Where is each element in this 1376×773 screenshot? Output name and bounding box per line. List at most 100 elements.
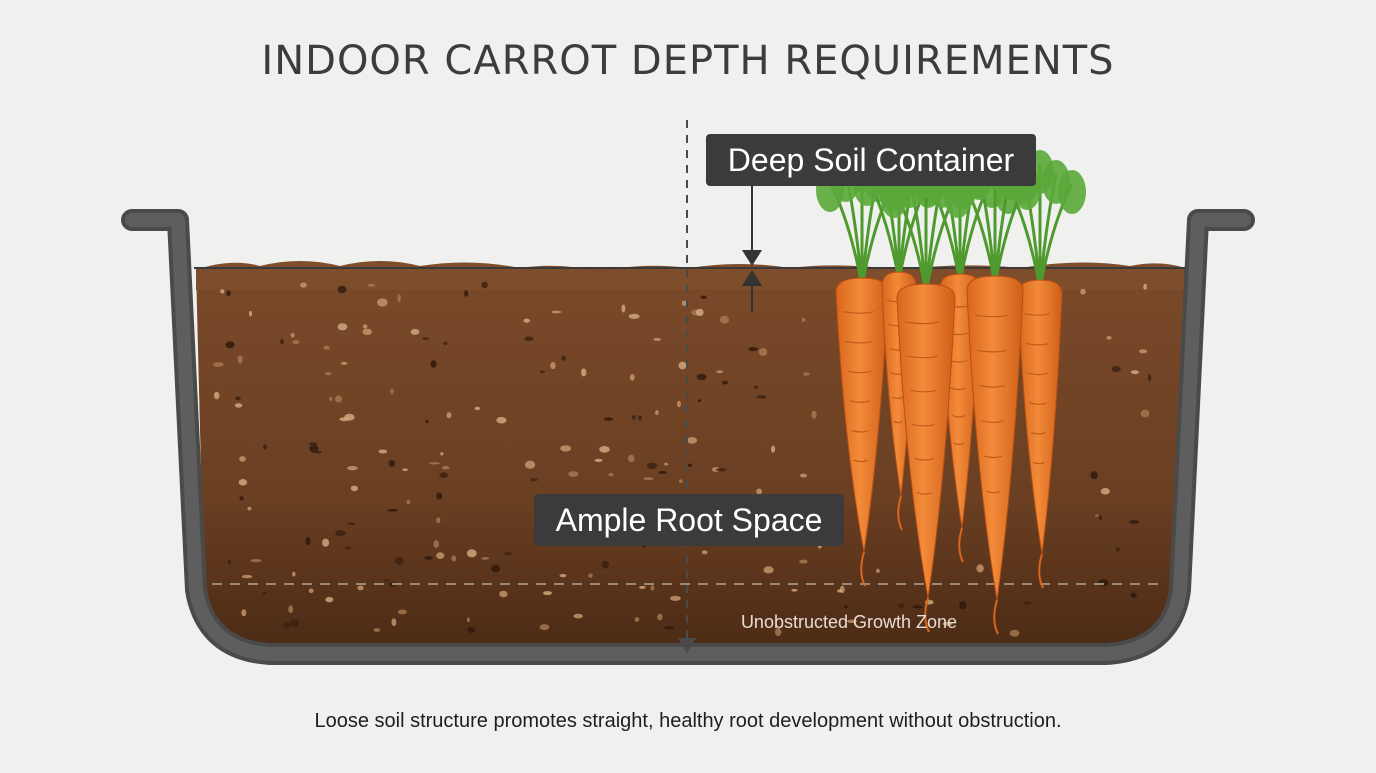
soil-speck bbox=[753, 385, 759, 389]
soil-speck bbox=[573, 613, 583, 619]
soil-speck bbox=[373, 628, 381, 632]
soil-speck bbox=[283, 622, 291, 629]
soil-speck bbox=[588, 573, 593, 578]
soil-speck bbox=[715, 468, 727, 472]
page-title: INDOOR CARROT DEPTH REQUIREMENTS bbox=[261, 38, 1115, 84]
soil-speck bbox=[357, 585, 364, 591]
carrot-root bbox=[835, 277, 889, 553]
soil-speck bbox=[655, 410, 659, 416]
soil-speck bbox=[225, 341, 235, 349]
soil-speck bbox=[581, 368, 587, 377]
soil-speck bbox=[305, 537, 311, 546]
depth-arrow-down-icon bbox=[678, 638, 696, 654]
soil-speck bbox=[912, 605, 923, 609]
carrot-ring bbox=[853, 459, 868, 463]
soil-speck bbox=[696, 373, 707, 381]
soil-speck bbox=[1095, 514, 1099, 517]
carrot-ring bbox=[843, 311, 874, 314]
soil-speck bbox=[722, 380, 728, 385]
soil-speck bbox=[657, 613, 663, 621]
soil-speck bbox=[847, 619, 857, 623]
soil-speck bbox=[424, 556, 433, 560]
soil-speck bbox=[383, 579, 389, 582]
soil-speck bbox=[292, 571, 296, 577]
soil-speck bbox=[335, 395, 342, 403]
soil-speck bbox=[1022, 601, 1032, 605]
soil-speck bbox=[397, 294, 401, 303]
carrot-ring bbox=[845, 340, 873, 344]
carrot-ring bbox=[950, 387, 967, 391]
soil-speck bbox=[843, 604, 848, 609]
carrot-root bbox=[896, 283, 956, 599]
soil-speck bbox=[1147, 374, 1152, 382]
soil-speck bbox=[430, 360, 437, 368]
soil-speck bbox=[594, 458, 603, 462]
soil-speck bbox=[681, 300, 687, 306]
soil-speck bbox=[695, 308, 704, 317]
carrot-tail bbox=[860, 551, 866, 587]
soil-speck bbox=[643, 477, 654, 481]
soil-speck bbox=[290, 333, 295, 338]
carrot-ring bbox=[1027, 372, 1048, 376]
soil-speck bbox=[234, 403, 243, 408]
soil-speck bbox=[942, 621, 953, 626]
soil-speck bbox=[763, 566, 774, 574]
soil-speck bbox=[339, 417, 349, 422]
soil-speck bbox=[496, 416, 507, 424]
carrot-ring bbox=[907, 355, 938, 359]
soil-speck bbox=[631, 415, 636, 420]
soil-speck bbox=[1080, 288, 1086, 295]
carrot-ring bbox=[905, 321, 940, 325]
soil-speck bbox=[748, 347, 759, 352]
soil-speck bbox=[561, 355, 567, 361]
soil-speck bbox=[335, 530, 346, 537]
soil-speck bbox=[340, 361, 348, 365]
soil-speck bbox=[443, 341, 448, 345]
soil-speck bbox=[608, 473, 614, 477]
carrot-tail bbox=[897, 495, 903, 531]
soil-speck bbox=[439, 472, 448, 479]
carrot-ring bbox=[1031, 431, 1046, 435]
soil-speck bbox=[308, 442, 318, 446]
carrot-ring bbox=[979, 385, 1005, 388]
soil-speck bbox=[678, 361, 687, 370]
carrot-ring bbox=[983, 455, 1003, 459]
soil-speck bbox=[446, 412, 452, 419]
soil-speck bbox=[474, 406, 481, 411]
carrot-ring bbox=[976, 349, 1007, 353]
soil-speck bbox=[771, 445, 776, 453]
soil-speck bbox=[344, 546, 351, 550]
soil-speck bbox=[670, 595, 681, 601]
soil-speck bbox=[288, 605, 294, 614]
carrot-ring bbox=[914, 457, 934, 461]
soil-speck bbox=[1090, 471, 1098, 480]
soil-speck bbox=[525, 460, 536, 469]
soil-speck bbox=[543, 591, 552, 596]
soil-speck bbox=[504, 552, 513, 556]
carrot-tail bbox=[958, 527, 964, 563]
carrot-ring bbox=[953, 442, 965, 446]
soil-speck bbox=[599, 446, 610, 453]
soil-speck bbox=[678, 479, 683, 484]
soil-speck bbox=[325, 596, 334, 603]
soil-speck bbox=[677, 400, 681, 408]
soil-speck bbox=[539, 624, 550, 631]
carrot-leaf bbox=[1058, 170, 1086, 214]
soil-speck bbox=[402, 468, 408, 472]
carrot-tail bbox=[924, 597, 930, 633]
soil-speck bbox=[1138, 349, 1148, 354]
carrot-ring bbox=[1032, 461, 1045, 465]
soil-speck bbox=[247, 506, 252, 511]
soil-speck bbox=[464, 290, 469, 297]
carrot-tail bbox=[1038, 553, 1044, 589]
soil-speck bbox=[801, 317, 806, 322]
soil-speck bbox=[213, 391, 220, 400]
soil-speck bbox=[634, 617, 640, 622]
soil-speck bbox=[638, 415, 642, 421]
soil-speck bbox=[491, 564, 501, 573]
carrot-ring bbox=[974, 314, 1008, 318]
soil-speck bbox=[524, 336, 534, 342]
soil-speck bbox=[390, 388, 394, 395]
soil-speck bbox=[425, 419, 429, 424]
